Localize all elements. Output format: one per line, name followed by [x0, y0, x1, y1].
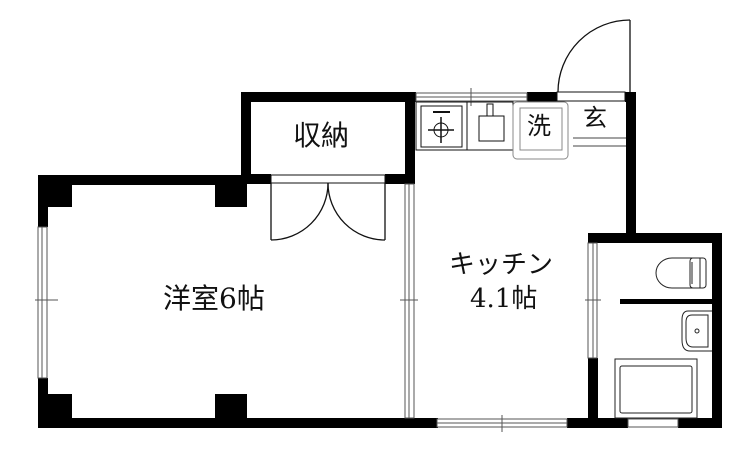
entrance-door	[556, 19, 631, 102]
washer-space	[512, 101, 569, 160]
washer-label: 洗	[527, 112, 551, 140]
toilet-icon	[655, 257, 707, 289]
entrance-step	[573, 137, 626, 147]
kitchen-label: キッチン	[449, 250, 554, 280]
kitchen-counter	[415, 101, 514, 151]
entrance-label: 玄	[583, 104, 607, 132]
western-room-label: 洋室6帖	[163, 282, 265, 315]
bathtub-icon	[614, 358, 698, 419]
washbasin-icon	[681, 310, 712, 352]
storage-label: 収納	[293, 119, 350, 152]
kitchen-size-label: 4.1帖	[470, 284, 538, 314]
windows	[35, 88, 679, 432]
walls	[38, 92, 722, 428]
closet-doors	[270, 174, 386, 241]
